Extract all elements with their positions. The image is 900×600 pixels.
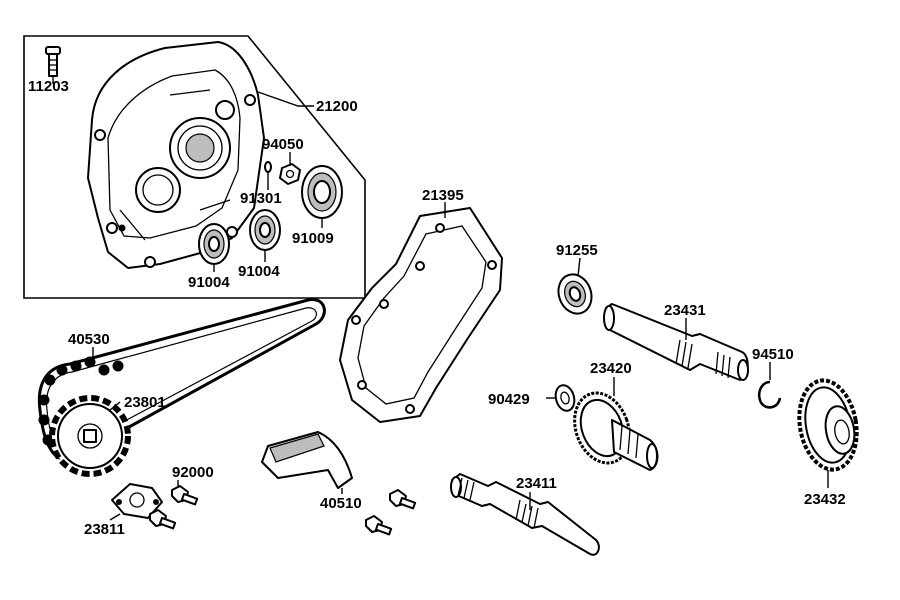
- bearing-91004-left[interactable]: [198, 223, 230, 265]
- final-gear-23432[interactable]: [793, 376, 864, 474]
- stud-bolt-11203[interactable]: [45, 46, 61, 77]
- label-23431[interactable]: 23431: [664, 302, 706, 319]
- circlip-94510[interactable]: [758, 380, 782, 409]
- bolt-92000-upper[interactable]: [171, 485, 199, 506]
- bearing-91009[interactable]: [301, 165, 343, 219]
- label-11203[interactable]: 11203: [28, 78, 69, 95]
- drive-sprocket-23801[interactable]: [49, 395, 131, 477]
- label-23801[interactable]: 23801: [124, 394, 166, 411]
- label-91004-left[interactable]: 91004: [188, 274, 230, 291]
- countershaft-gear-23420[interactable]: [565, 385, 659, 471]
- bolt-lower-right[interactable]: [365, 515, 393, 536]
- bearing-91004-right[interactable]: [249, 209, 281, 251]
- o-ring-91301[interactable]: [264, 161, 272, 173]
- label-21200[interactable]: 21200: [316, 98, 358, 115]
- label-94510[interactable]: 94510: [752, 346, 794, 363]
- label-92000[interactable]: 92000: [172, 464, 214, 481]
- part-labels: 11203 21200 94050 91301 91009 91004 9100…: [28, 78, 846, 538]
- nut-94050[interactable]: [279, 163, 301, 185]
- transmission-case-21200[interactable]: [87, 41, 265, 269]
- washer-90429[interactable]: [553, 383, 577, 413]
- label-40510[interactable]: 40510: [320, 495, 362, 512]
- label-91255[interactable]: 91255: [556, 242, 598, 259]
- label-91009[interactable]: 91009: [292, 230, 334, 247]
- label-21395[interactable]: 21395: [422, 187, 464, 204]
- bolt-upper-right[interactable]: [389, 489, 417, 510]
- bolt-92000-lower[interactable]: [149, 509, 177, 530]
- label-23420[interactable]: 23420: [590, 360, 632, 377]
- chain-links: [38, 356, 124, 446]
- label-23411[interactable]: 23411: [516, 475, 557, 492]
- sprocket-plate-23811[interactable]: [111, 483, 163, 519]
- label-23432[interactable]: 23432: [804, 491, 846, 508]
- label-23811[interactable]: 23811: [84, 521, 125, 538]
- label-40530[interactable]: 40530: [68, 331, 110, 348]
- inset-frame: [23, 35, 366, 299]
- leader-lines: [52, 76, 829, 521]
- gasket-21395[interactable]: [339, 207, 503, 423]
- oil-seal-91255[interactable]: [553, 270, 597, 319]
- label-91004-right[interactable]: 91004: [238, 263, 280, 280]
- chain-guide-40510[interactable]: [261, 431, 353, 489]
- label-91301[interactable]: 91301: [240, 190, 282, 207]
- drive-shaft-23411[interactable]: [450, 473, 600, 556]
- final-shaft-23431[interactable]: [603, 303, 749, 381]
- label-90429[interactable]: 90429: [488, 391, 530, 408]
- label-94050[interactable]: 94050: [262, 136, 304, 153]
